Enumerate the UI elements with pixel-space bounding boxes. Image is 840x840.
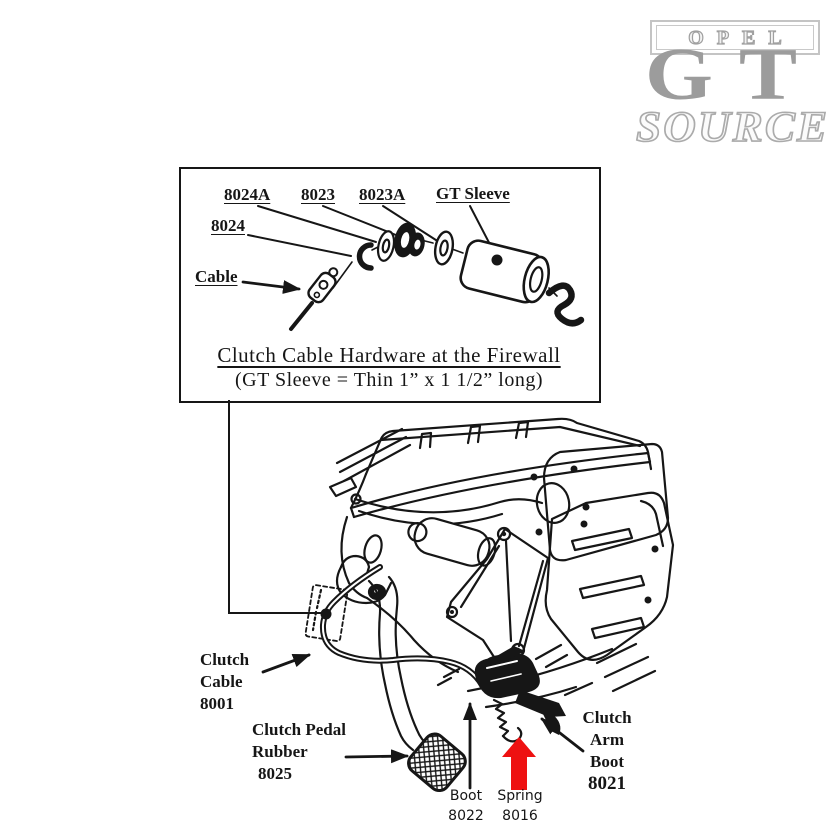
part-label-8023a: 8023A [359, 185, 406, 204]
cable-pointer-arrow [241, 280, 301, 294]
clutch-arm-assembly [474, 646, 566, 743]
engine-illustration [328, 417, 675, 709]
inset-box-frame [179, 167, 601, 403]
clutch-cable-arrow [261, 653, 311, 674]
part-label-8023: 8023 [301, 185, 335, 204]
gt-logo-text: GT [645, 34, 824, 116]
inset-caption-subtitle: (GT Sleeve = Thin 1” x 1 1/2” long) [235, 369, 543, 391]
callout-boot: Boot 8022 [448, 788, 484, 824]
washer-1 [376, 230, 396, 262]
firewall-location-dot [320, 608, 332, 620]
callout-clutch-arm-boot: Clutch Arm Boot 8021 [582, 708, 632, 794]
pedal-rubber-arrow [344, 749, 409, 764]
opel-logo-inner-frame: OPEL [656, 25, 814, 50]
inset-exploded-view [241, 205, 585, 331]
opel-logo-badge: OPEL [650, 20, 820, 55]
gt-sleeve-part [459, 239, 550, 304]
cable-end [289, 267, 339, 331]
spring-highlight-arrow [502, 737, 536, 790]
return-spring [492, 698, 510, 738]
callout-clutch-cable: Clutch Cable 8001 [200, 650, 250, 713]
part-label-gt-sleeve: GT Sleeve [436, 184, 510, 203]
gt-sleeve-dot [491, 254, 503, 266]
cable-squiggle [545, 282, 585, 327]
part-label-8024: 8024 [211, 216, 245, 235]
inset-connector-line [228, 400, 321, 614]
callout-spring: Spring 8016 [497, 788, 543, 824]
callout-arrows [261, 653, 585, 790]
opel-logo-text: OPEL [688, 26, 795, 49]
leader-lines [247, 205, 497, 257]
part-label-cable: Cable [195, 267, 238, 286]
callout-clutch-pedal-rubber: Clutch Pedal Rubber 8025 [252, 720, 346, 783]
pedal-pad [407, 732, 467, 793]
pedal-and-cable [304, 554, 485, 793]
clutch-arm-boot-shape [474, 653, 540, 699]
part-label-8024a: 8024A [224, 185, 271, 204]
grommet [394, 222, 425, 258]
release-arm [515, 690, 566, 717]
inset-caption-title: Clutch Cable Hardware at the Firewall [217, 343, 561, 367]
clutch-arm-boot-arrow [540, 717, 585, 753]
washer-2 [433, 230, 455, 266]
retaining-clip [356, 242, 374, 271]
source-logo-text: SOURCE [635, 104, 830, 151]
